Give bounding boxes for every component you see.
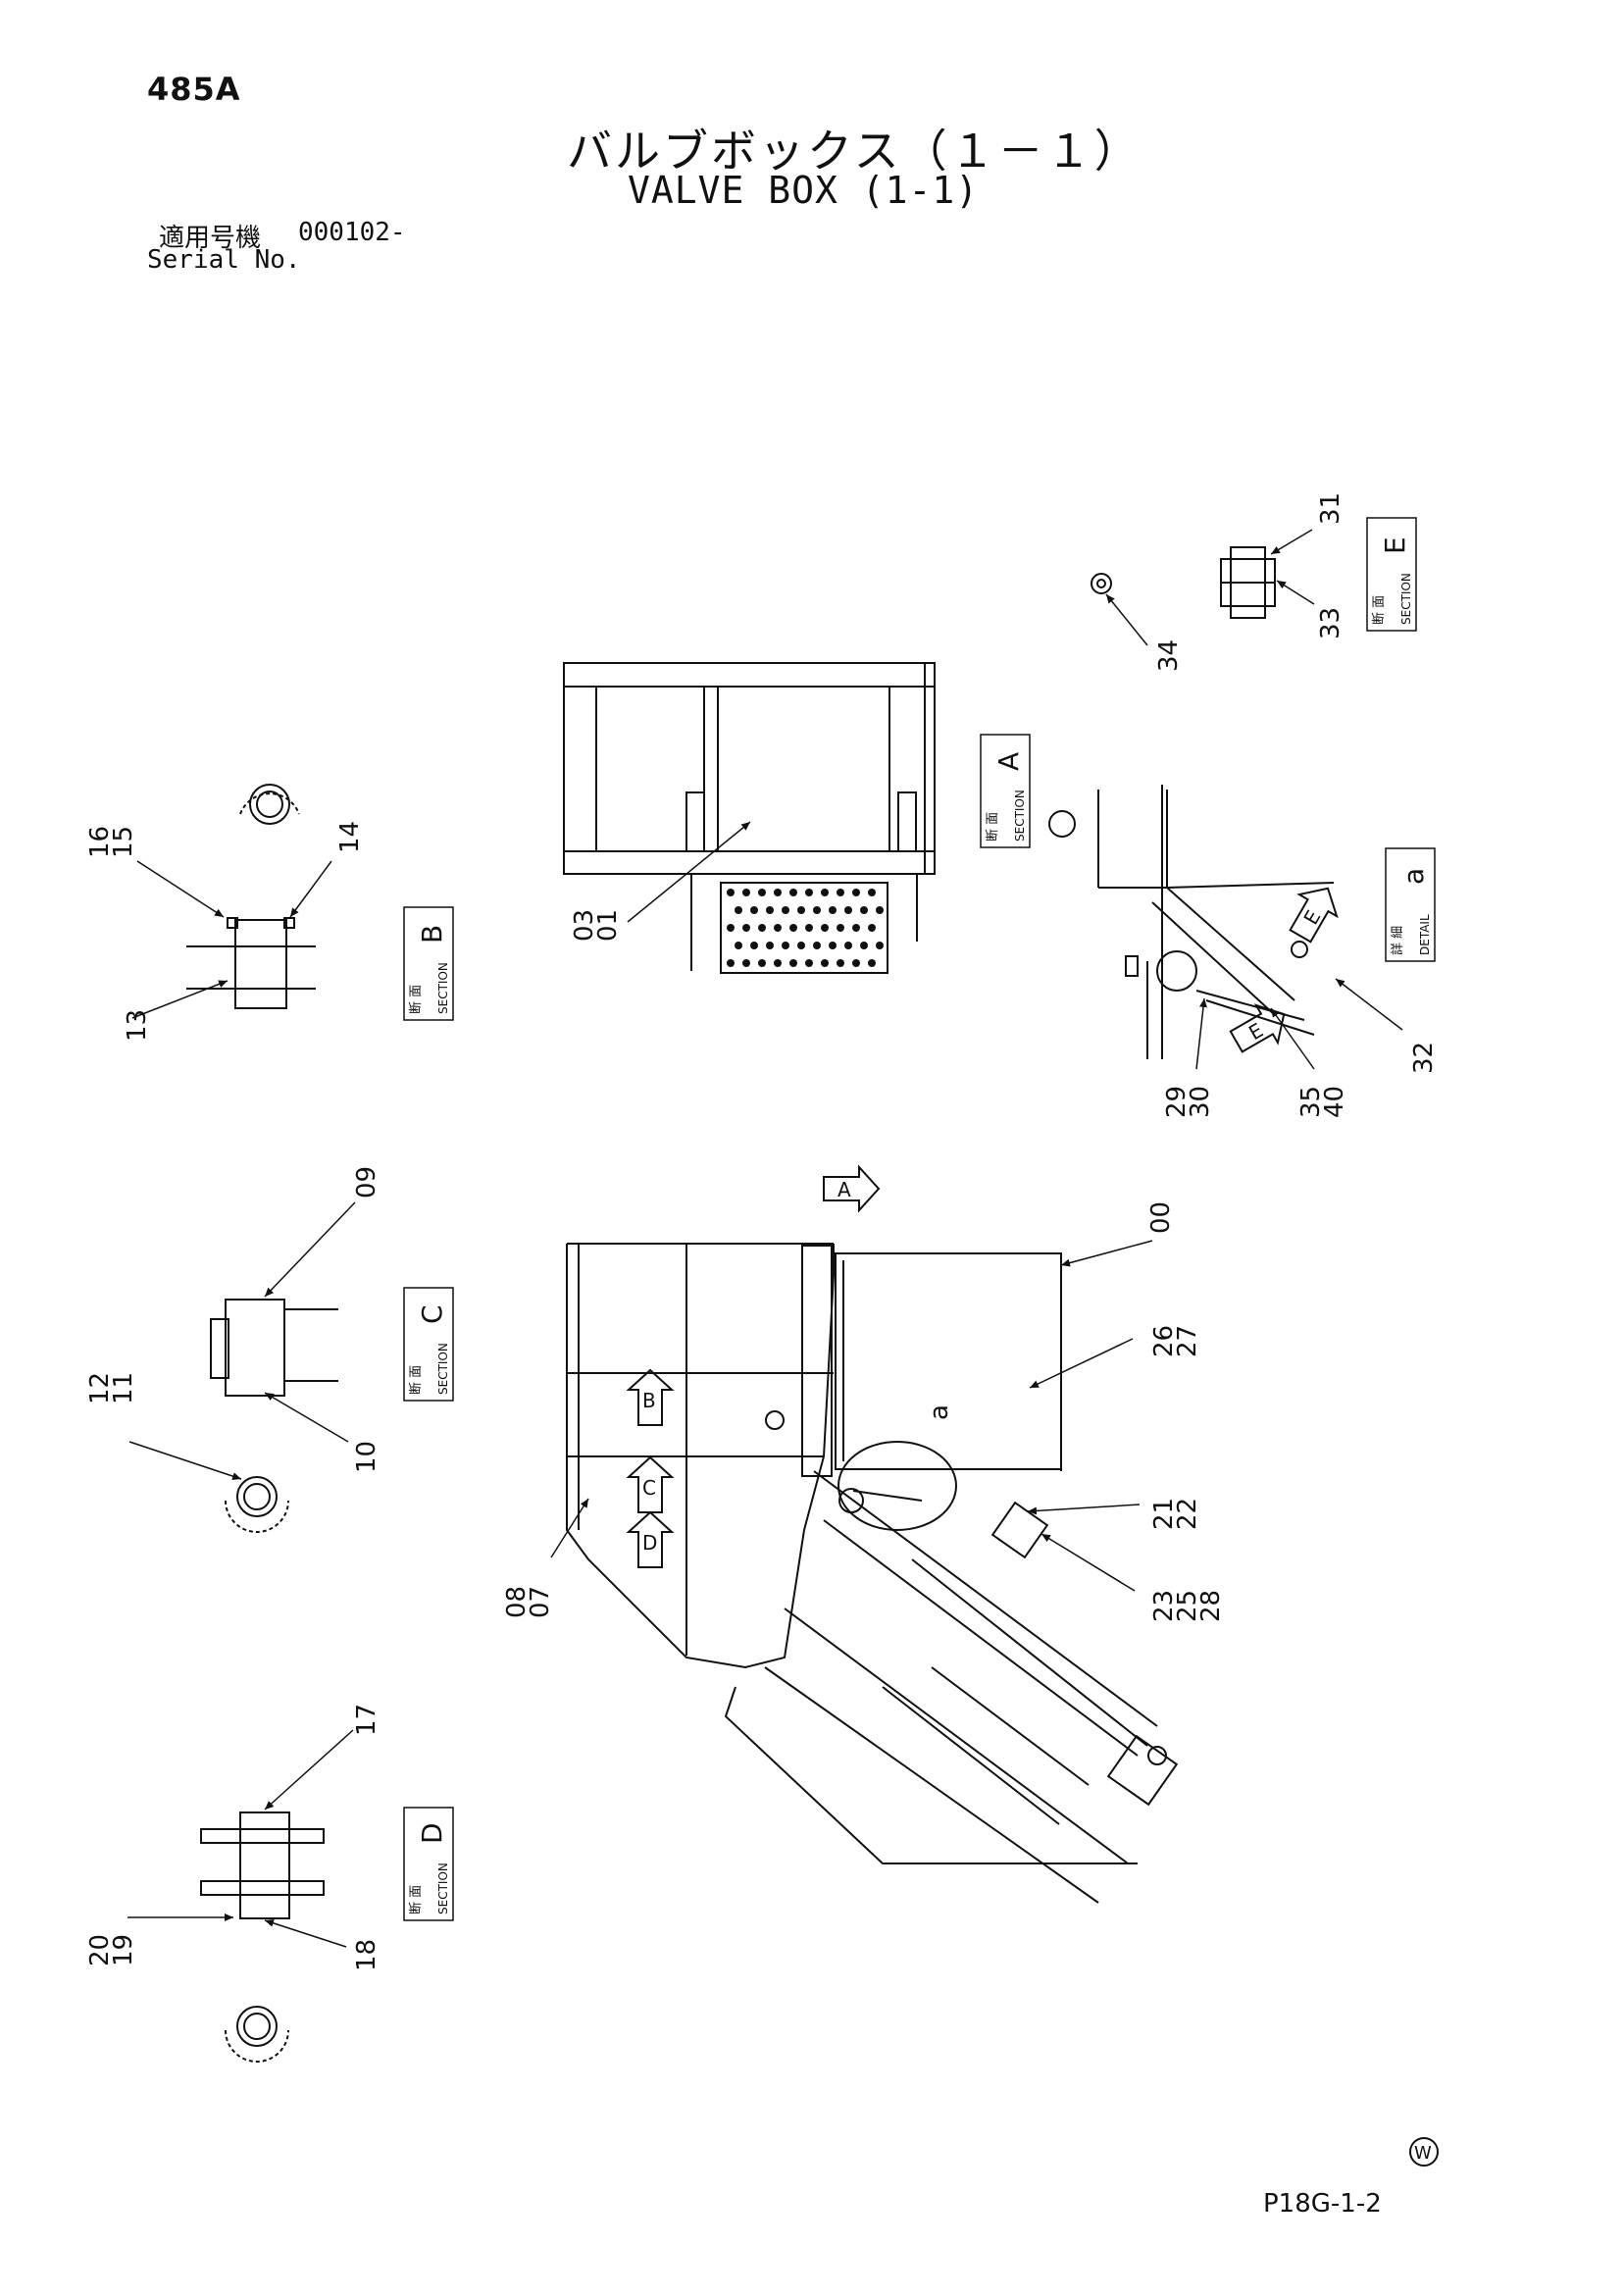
hook-ring: [1091, 573, 1112, 594]
callout-00: 00: [1146, 1201, 1176, 1234]
serial-label-japanese: 適用号機: [159, 224, 262, 253]
view-arrow-a: A: [823, 1164, 881, 1213]
section-d-letter: D: [416, 1822, 448, 1844]
section-b-letter: B: [416, 925, 448, 944]
title-english: VALVE BOX (1-1): [628, 169, 980, 212]
detail-label-jp: 詳 細: [1390, 926, 1405, 955]
serial-number-value: 000102-: [298, 218, 406, 247]
section-c-label-jp: 断 面: [409, 1365, 424, 1395]
section-e-label-jp: 断 面: [1372, 595, 1387, 625]
page-reference: P18G-1-2: [1263, 2189, 1382, 2219]
section-c-view: [210, 1299, 338, 1533]
section-e-view: [1220, 546, 1276, 619]
callout-20-19: 2019: [85, 1934, 138, 1966]
callout-35-40: 3540: [1296, 1086, 1349, 1118]
section-b-label-en: SECTION: [436, 962, 450, 1014]
view-arrow-d: D: [626, 1510, 675, 1568]
svg-text:A: A: [837, 1178, 851, 1201]
callout-17: 17: [352, 1704, 381, 1736]
page-code: 485A: [147, 71, 241, 108]
serial-label-english: Serial No.: [147, 245, 301, 275]
section-b-label-jp: 断 面: [409, 985, 424, 1014]
main-assembly-view: [566, 1243, 1179, 1904]
callout-03-01: 0301: [570, 909, 623, 942]
section-c-letter: C: [416, 1304, 448, 1324]
section-d-label: 断 面 SECTION D: [403, 1807, 454, 1921]
svg-text:D: D: [642, 1531, 657, 1555]
detail-marker-a: a: [925, 1404, 954, 1420]
callout-33: 33: [1316, 607, 1345, 639]
callout-29-30: 2930: [1162, 1086, 1215, 1118]
section-c-label-en: SECTION: [436, 1343, 450, 1395]
detail-a-view: [1048, 785, 1335, 1059]
callout-14: 14: [335, 821, 365, 853]
callout-34: 34: [1154, 639, 1184, 672]
section-a-label-jp: 断 面: [986, 812, 1000, 842]
nozzle-holes: [727, 889, 884, 967]
section-e-label-en: SECTION: [1399, 573, 1413, 625]
section-c-label: 断 面 SECTION C: [403, 1287, 454, 1402]
view-arrow-b: B: [626, 1368, 675, 1426]
callout-31: 31: [1316, 492, 1345, 525]
section-e-letter: E: [1379, 536, 1411, 554]
svg-text:C: C: [642, 1476, 656, 1500]
svg-text:E: E: [1298, 906, 1325, 929]
callout-23-25-28: 232528: [1149, 1590, 1226, 1622]
svg-text:E: E: [1244, 1018, 1267, 1045]
svg-text:B: B: [642, 1389, 656, 1412]
callout-labels: 00 0301 0807 2627 2122 232528 1615 14 13…: [85, 492, 1439, 1971]
circled-w-mark: W: [1409, 2137, 1439, 2167]
section-d-label-jp: 断 面: [409, 1885, 424, 1914]
detail-letter: a: [1397, 868, 1430, 885]
callout-21-22: 2122: [1149, 1498, 1202, 1530]
detail-a-label: 詳 細 DETAIL a: [1385, 847, 1436, 962]
section-d-label-en: SECTION: [436, 1862, 450, 1914]
callout-26-27: 2627: [1149, 1325, 1202, 1357]
view-arrow-c: C: [626, 1455, 675, 1513]
valve-box-body: [835, 1252, 1062, 1470]
callout-18: 18: [352, 1939, 381, 1971]
callout-09: 09: [352, 1166, 381, 1199]
section-d-view: [200, 1811, 325, 2063]
section-b-view: [186, 784, 316, 1009]
title-japanese: バルブボックス（１－１）: [567, 125, 1142, 178]
section-e-label: 断 面 SECTION E: [1366, 517, 1417, 632]
section-a-view: [563, 662, 936, 974]
section-b-label: 断 面 SECTION B: [403, 906, 454, 1021]
view-arrow-e1: E: [1289, 887, 1339, 944]
section-a-label: 断 面 SECTION A: [980, 734, 1031, 848]
svg-text:W: W: [1414, 2143, 1432, 2164]
section-a-label-en: SECTION: [1013, 790, 1027, 842]
callout-10: 10: [352, 1441, 381, 1473]
leader-lines: [127, 529, 1403, 1948]
section-a-letter: A: [992, 752, 1025, 771]
callout-08-07: 0807: [502, 1586, 555, 1618]
callout-16-15: 1615: [85, 826, 138, 858]
callout-32: 32: [1409, 1042, 1439, 1074]
nozzle-grid: [720, 882, 888, 974]
callout-13: 13: [123, 1009, 152, 1042]
callout-12-11: 1211: [85, 1372, 138, 1404]
detail-label-en: DETAIL: [1418, 914, 1432, 955]
